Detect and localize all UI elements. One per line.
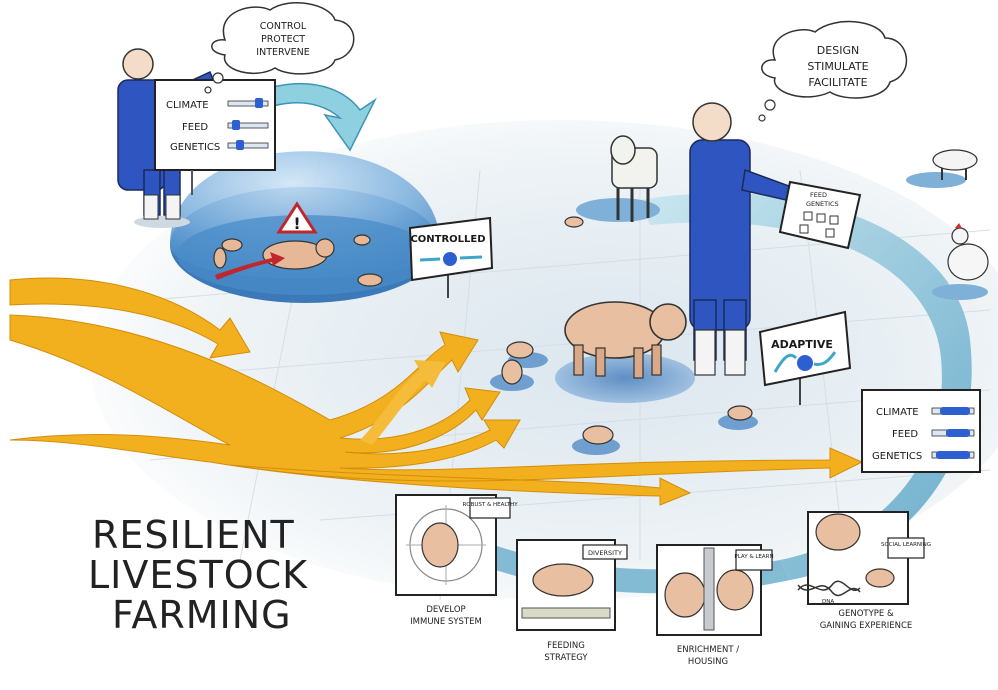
farmer-right — [689, 102, 801, 376]
svg-text:ADAPTIVE: ADAPTIVE — [771, 338, 833, 351]
right-board-row-genetics: GENETICS — [872, 451, 975, 462]
svg-text:DIVERSITY: DIVERSITY — [588, 549, 622, 557]
panel-enrichment-housing: PLAY & LEARN ENRICHMENT / HOUSING — [656, 544, 774, 667]
svg-text:CLIMATE: CLIMATE — [166, 100, 209, 111]
cloud-word-intervene: INTERVENE — [256, 47, 309, 58]
center-pig — [564, 301, 687, 379]
resilience-arrows — [9, 277, 864, 506]
svg-text:IMMUNE SYSTEM: IMMUNE SYSTEM — [410, 617, 482, 627]
svg-text:FEEDING: FEEDING — [547, 641, 585, 651]
svg-text:GENETICS: GENETICS — [872, 451, 922, 462]
panel-genotype-experience: DNA SOCIAL LEARNING GENOTYPE & GAINING E… — [797, 511, 931, 631]
chicken — [947, 223, 989, 281]
svg-text:GENETICS: GENETICS — [170, 142, 220, 153]
svg-text:GAINING EXPERIENCE: GAINING EXPERIENCE — [820, 621, 913, 631]
left-thought-cloud: CONTROL PROTECT INTERVENE — [204, 2, 355, 94]
right-thought-cloud: DESIGN STIMULATE FACILITATE — [758, 20, 907, 122]
sheep — [932, 149, 978, 180]
svg-text:ENRICHMENT /: ENRICHMENT / — [677, 645, 739, 655]
dna-label: DNA — [822, 599, 834, 605]
main-title: RESILIENT LIVESTOCK FARMING — [88, 513, 308, 637]
svg-text:GENETICS: GENETICS — [806, 200, 839, 208]
svg-text:FEED: FEED — [892, 429, 918, 440]
svg-text:SOCIAL LEARNING: SOCIAL LEARNING — [881, 542, 931, 548]
right-board-row-feed: FEED — [892, 429, 975, 440]
controlled-sign: CONTROLLED — [408, 216, 494, 298]
svg-text:PLAY & LEARN: PLAY & LEARN — [734, 554, 773, 560]
left-control-board: CLIMATE FEED GENETICS — [154, 79, 276, 195]
title-line-resilient: RESILIENT — [92, 513, 295, 557]
svg-text:CONTROLLED: CONTROLLED — [410, 234, 485, 245]
svg-text:FEED: FEED — [182, 122, 208, 133]
svg-text:FEED: FEED — [810, 191, 827, 199]
title-line-livestock: LIVESTOCK — [88, 553, 308, 597]
svg-text:ROBUST & HEALTHY: ROBUST & HEALTHY — [462, 502, 518, 508]
red-stress-arrow — [215, 252, 285, 280]
left-board-row-climate: CLIMATE — [166, 98, 269, 111]
left-board-row-genetics: GENETICS — [170, 140, 269, 153]
cloud-word-protect: PROTECT — [261, 34, 305, 45]
right-board-row-climate: CLIMATE — [876, 407, 975, 418]
adaptive-sign: ADAPTIVE — [758, 310, 852, 405]
svg-text:HOUSING: HOUSING — [688, 657, 728, 667]
svg-text:CLIMATE: CLIMATE — [876, 407, 919, 418]
small-pigs — [501, 216, 753, 445]
svg-text:GENOTYPE &: GENOTYPE & — [838, 609, 894, 619]
title-line-farming: FARMING — [112, 593, 292, 637]
feed-genetics-tablet: FEED GENETICS — [778, 180, 862, 250]
svg-text:DEVELOP: DEVELOP — [426, 605, 465, 615]
svg-text:!: ! — [293, 214, 300, 233]
right-control-board: CLIMATE FEED GENETICS — [861, 389, 981, 473]
warning-sign: ! — [276, 201, 318, 234]
svg-text:STRATEGY: STRATEGY — [544, 653, 588, 663]
panel-immune-system: ROBUST & HEALTHY DEVELOP IMMUNE SYSTEM — [395, 494, 518, 627]
cloud-word-stimulate: STIMULATE — [807, 60, 868, 73]
left-board-row-feed: FEED — [182, 120, 269, 133]
panel-feeding-strategy: DIVERSITY FEEDING STRATEGY — [516, 539, 628, 663]
cloud-word-facilitate: FACILITATE — [808, 76, 867, 89]
cloud-word-design: DESIGN — [817, 44, 859, 57]
cow — [610, 135, 658, 222]
cloud-word-control: CONTROL — [260, 21, 307, 32]
